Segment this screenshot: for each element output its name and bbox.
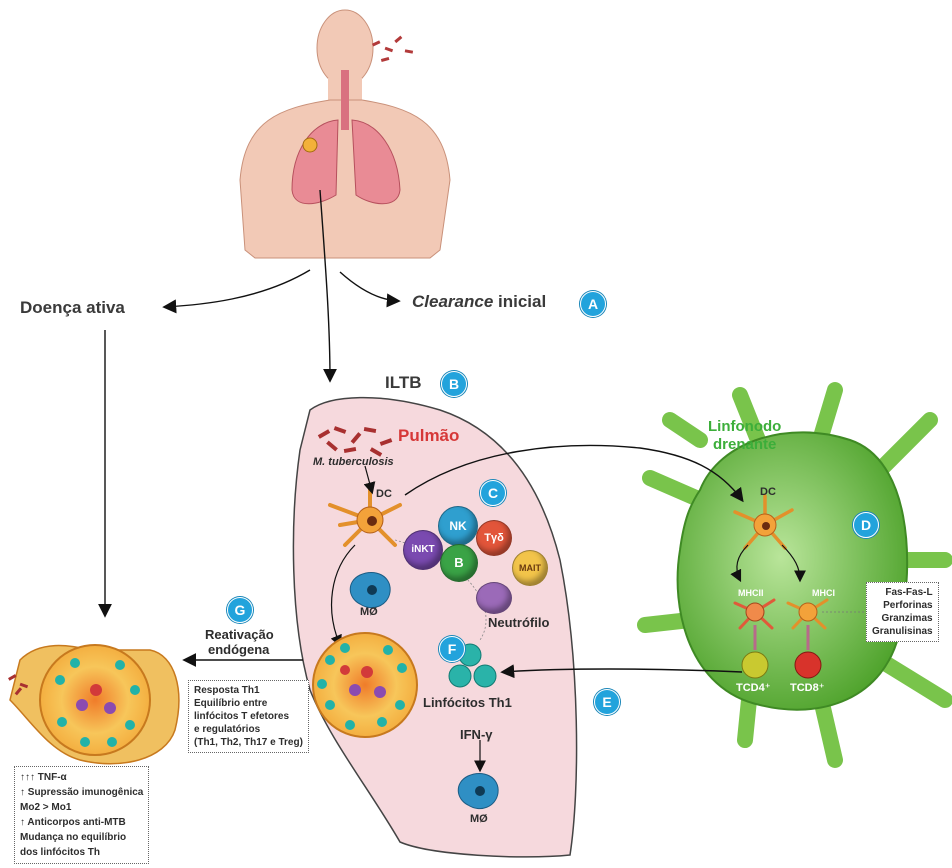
th1-item: Equilíbrio entre bbox=[194, 698, 268, 709]
label-mo-lung: MØ bbox=[360, 606, 378, 618]
macrophage-bottom bbox=[457, 772, 499, 809]
th1-item: linfócitos T efetores bbox=[194, 711, 290, 722]
dendritic-cell-node bbox=[733, 494, 794, 550]
badge-b: B bbox=[441, 371, 467, 397]
label-clearance: Clearance inicial bbox=[412, 292, 546, 312]
label-ifn-gamma: IFN-γ bbox=[460, 727, 493, 742]
active-item: ↑↑↑ TNF-α bbox=[20, 772, 67, 783]
active-item: dos linfócitos Th bbox=[20, 847, 100, 858]
label-linfocitos-th1: Linfócitos Th1 bbox=[423, 695, 512, 710]
lymph-node-shape bbox=[637, 382, 952, 768]
mait-cell: MAIT bbox=[512, 550, 548, 586]
badge-g: G bbox=[227, 597, 253, 623]
neutrophil-cell bbox=[476, 582, 512, 614]
human-torso-illustration bbox=[239, 9, 451, 259]
cytotoxic-item: Perforinas bbox=[883, 600, 933, 611]
label-dc-node: DC bbox=[760, 486, 776, 498]
badge-c: C bbox=[480, 480, 506, 506]
label-clearance-italic: Clearance bbox=[412, 292, 494, 311]
label-clearance-rest: inicial bbox=[493, 292, 547, 311]
macrophage-lung bbox=[349, 571, 391, 608]
badge-f: F bbox=[439, 636, 465, 662]
label-mo-bottom: MØ bbox=[470, 813, 488, 825]
badge-d: D bbox=[853, 512, 879, 538]
th1-item: (Th1, Th2, Th17 e Treg) bbox=[194, 737, 303, 748]
nk-cell: NK bbox=[438, 506, 478, 546]
label-reativacao: Reativação bbox=[205, 627, 274, 642]
cytotoxic-mechanisms-box: Fas-Fas-L Perforinas Granzimas Granulisi… bbox=[866, 582, 939, 642]
apc-mhci bbox=[786, 598, 829, 630]
label-doenca-ativa: Doença ativa bbox=[20, 298, 125, 317]
active-item: ↑ Anticorpos anti-MTB bbox=[20, 817, 126, 828]
badge-e: E bbox=[594, 689, 620, 715]
b-cell: B bbox=[440, 544, 478, 582]
apc-mhcii bbox=[733, 598, 776, 630]
th1-item: Resposta Th1 bbox=[194, 685, 260, 696]
active-disease-box: ↑↑↑ TNF-α ↑ Supressão imunogênica Mo2 > … bbox=[14, 766, 150, 864]
label-tcd4: TCD4⁺ bbox=[736, 682, 771, 694]
label-dc-lung: DC bbox=[376, 488, 392, 500]
label-neutrofilo: Neutrófilo bbox=[488, 615, 550, 630]
active-item: Mudança no equilíbrio bbox=[20, 832, 127, 843]
cytotoxic-item: Granulisinas bbox=[872, 626, 933, 637]
cytotoxic-item: Fas-Fas-L bbox=[885, 587, 933, 598]
active-item: ↑ Supressão imunogênica bbox=[20, 787, 144, 798]
label-tcd8: TCD8⁺ bbox=[790, 682, 825, 694]
th1-lymphocytes bbox=[448, 643, 497, 688]
cytotoxic-item: Granzimas bbox=[881, 613, 933, 624]
label-pulmao: Pulmão bbox=[398, 426, 460, 445]
label-linfonodo: Linfonodo bbox=[708, 418, 782, 435]
label-iltb: ILTB bbox=[385, 373, 422, 392]
label-m-tuberculosis: M. tuberculosis bbox=[313, 456, 394, 468]
tcd8-cell bbox=[794, 651, 822, 679]
dendritic-cell-lung bbox=[328, 483, 402, 547]
label-mhcii: MHCII bbox=[738, 588, 764, 598]
label-endogena: endógena bbox=[208, 642, 270, 657]
tcd4-cell bbox=[741, 651, 769, 679]
granuloma-active bbox=[8, 644, 180, 765]
t-gamma-delta-cell: Tγδ bbox=[476, 520, 512, 556]
th1-response-box: Resposta Th1 Equilíbrio entre linfócitos… bbox=[188, 680, 309, 753]
granuloma-lung bbox=[312, 632, 418, 738]
label-mhci: MHCI bbox=[812, 588, 835, 598]
label-drenante: drenante bbox=[713, 436, 777, 453]
active-item: Mo2 > Mo1 bbox=[20, 802, 72, 813]
badge-a: A bbox=[580, 291, 606, 317]
th1-item: e regulatórios bbox=[194, 724, 261, 735]
inkt-cell: iNKT bbox=[403, 530, 443, 570]
